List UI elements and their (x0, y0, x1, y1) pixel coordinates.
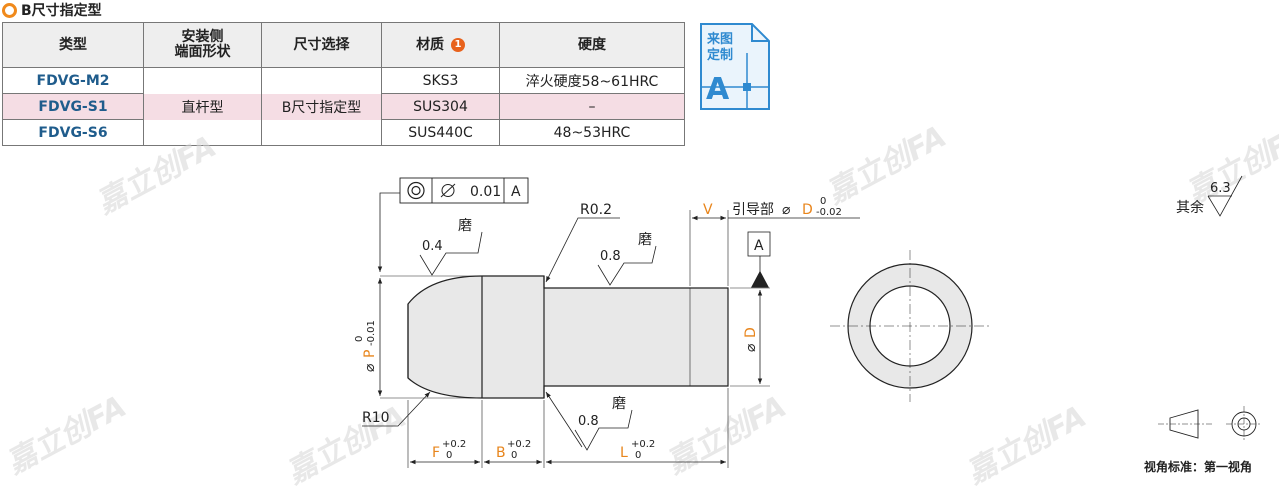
d-tol-upper: 0 (820, 196, 826, 207)
grind-1: 磨 (458, 218, 472, 234)
l-label: L (620, 445, 628, 461)
r10-label: R10 (362, 410, 390, 426)
f-label: F (432, 445, 440, 461)
spec-table: 类型 安装侧 端面形状 尺寸选择 材质 1 硬度 FDVG-M2 直杆型 B尺寸… (2, 22, 685, 146)
f-tol-upper: +0.2 (442, 439, 466, 450)
circle-icon (2, 2, 17, 18)
rest-ra: 6.3 (1210, 181, 1231, 196)
p-diameter: ⌀ (362, 363, 378, 372)
ra-04: 0.4 (422, 239, 443, 254)
custom-drawing-badge: 来图 定制 A (700, 23, 770, 110)
p-tol-lower: -0.01 (366, 320, 377, 346)
hardness-cell: 淬火硬度58~61HRC (499, 67, 685, 94)
f-tol-lower: 0 (446, 450, 452, 461)
table-row: FDVG-S1 SUS304 – (2, 93, 685, 120)
diameter-symbol: ⌀ (782, 202, 791, 218)
projection-label: 视角标准：第一视角 (1144, 459, 1252, 474)
header-material-label: 材质 (416, 36, 445, 53)
p-tol-upper: 0 (354, 336, 365, 342)
concentricity-value: 0.01 (470, 184, 501, 200)
rest-label: 其余 (1176, 199, 1204, 216)
model-cell: FDVG-S6 (2, 119, 144, 146)
table-row: FDVG-S6 SUS440C 48~53HRC (2, 119, 685, 146)
d-tol-lower: -0.02 (816, 207, 842, 218)
d-diameter: ⌀ (743, 343, 759, 352)
ra-08-top: 0.8 (600, 249, 621, 264)
hardness-cell: 48~53HRC (499, 119, 685, 146)
header-type: 类型 (2, 22, 144, 68)
model-cell: FDVG-M2 (2, 67, 144, 94)
header-hardness: 硬度 (499, 22, 685, 68)
b-tol-upper: +0.2 (507, 439, 531, 450)
l-tol-lower: 0 (635, 450, 641, 461)
end-shape-cell: 直杆型 (143, 67, 262, 146)
guide-label: 引导部 (732, 202, 774, 218)
grind-2: 磨 (638, 232, 652, 248)
datum-label: A (754, 238, 764, 254)
note-badge: 1 (450, 37, 465, 52)
badge-letter: A (706, 72, 730, 107)
table-row: FDVG-M2 直杆型 B尺寸指定型 SKS3 淬火硬度58~61HRC (2, 67, 685, 146)
material-cell: SKS3 (381, 67, 500, 94)
dim-d-label: D (743, 327, 759, 338)
table-header-row: 类型 安装侧 端面形状 尺寸选择 材质 1 硬度 (2, 22, 685, 68)
l-tol-upper: +0.2 (631, 439, 655, 450)
badge-line1: 来图 (706, 31, 733, 47)
header-size-select: 尺寸选择 (261, 22, 382, 68)
d-label: D (802, 202, 813, 218)
b-label: B (496, 445, 506, 461)
p-label: P (362, 350, 378, 358)
grind-3: 磨 (612, 396, 626, 412)
v-label: V (703, 202, 713, 218)
header-end-shape: 安装侧 端面形状 (143, 22, 262, 68)
badge-line2: 定制 (706, 47, 733, 63)
section-title: B尺寸指定型 (2, 1, 102, 19)
datum-ref: A (511, 184, 521, 200)
r02-label: R0.2 (580, 202, 612, 218)
b-tol-lower: 0 (511, 450, 517, 461)
model-cell: FDVG-S1 (2, 93, 144, 120)
ra-08-bottom: 0.8 (578, 414, 599, 429)
section-title-text: B尺寸指定型 (21, 3, 102, 19)
header-material: 材质 1 (381, 22, 500, 68)
material-cell: SUS440C (381, 119, 500, 146)
technical-drawing: 0.01 A A R0.2 R10 0.4 磨 0.8 磨 0.8 磨 V 引导… (354, 175, 1262, 474)
